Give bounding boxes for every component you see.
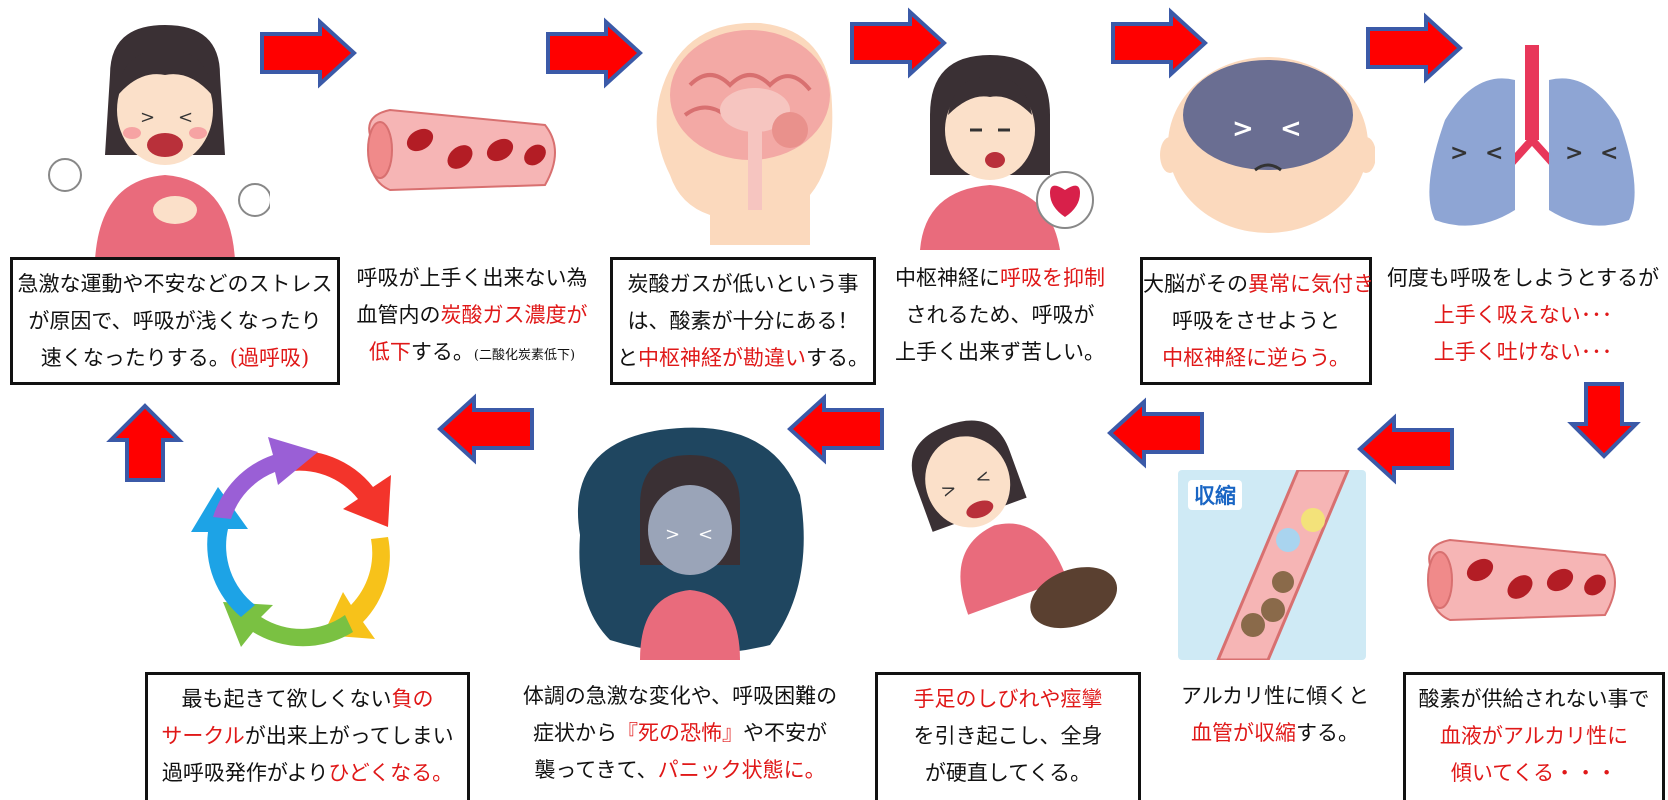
svg-text:<: < xyxy=(1600,140,1618,166)
convulsing-woman-icon: > < xyxy=(911,420,1118,629)
svg-text:>: > xyxy=(1565,140,1583,166)
caption-text: 中枢神経に xyxy=(895,266,1000,290)
worried-brain-icon: > < xyxy=(1160,57,1375,233)
arrow-left-4 xyxy=(438,396,534,462)
caption-highlight: 炭酸ガス濃度が xyxy=(440,303,588,327)
caption-text: が出来上がってしまい xyxy=(244,724,454,748)
caption-line: は、酸素が十分にある！ xyxy=(627,309,859,333)
caption-line: を引き起こし、全身 xyxy=(913,724,1103,748)
caption-highlight: 異常に気付き xyxy=(1248,272,1374,296)
svg-text:<: < xyxy=(178,107,193,128)
svg-text:>: > xyxy=(1450,140,1468,166)
step-caption-5: 大脳がその異常に気付き 呼吸をさせようと 中枢神経に逆らう。 xyxy=(1140,257,1374,385)
caption-highlight: 低下 xyxy=(368,340,411,364)
caption-text: 大脳がその xyxy=(1143,272,1248,296)
caption-text: 最も起きて欲しくない xyxy=(181,687,392,711)
step-caption-6: 何度も呼吸をしようとするが 上手く吸えない･･･ 上手く吐けない･･･ xyxy=(1380,260,1666,385)
svg-text:<: < xyxy=(698,524,713,545)
arrow-left-1 xyxy=(1358,416,1454,482)
arrow-right-1 xyxy=(260,20,356,86)
caption-line: 上手く出来ず苦しい。 xyxy=(895,340,1105,364)
svg-text:>: > xyxy=(1232,114,1254,144)
arrow-right-2 xyxy=(546,20,642,86)
caption-text: 症状から xyxy=(533,721,617,745)
caption-line: 炭酸ガスが低いという事 xyxy=(627,272,859,296)
arrow-up xyxy=(106,403,184,482)
step-caption-7: 酸素が供給されない事で 血液がアルカリ性に 傾いてくる・・・ xyxy=(1403,672,1665,800)
caption-text: する。 xyxy=(806,346,869,370)
suffocating-woman-icon xyxy=(920,55,1094,250)
arrow-down xyxy=(1567,382,1641,459)
caption-highlight: サークル xyxy=(161,724,245,748)
caption-line: 呼吸が上手く出来ない為 xyxy=(356,266,588,290)
blood-vessel-icon xyxy=(367,108,556,192)
caption-line: が硬直してくる。 xyxy=(924,761,1092,785)
caption-highlight: 血液がアルカリ性に xyxy=(1439,724,1629,748)
caption-line: 何度も呼吸をしようとするが xyxy=(1386,266,1660,290)
caption-text: 過呼吸発作がより xyxy=(161,761,329,785)
step-caption-10: 体調の急激な変化や、呼吸困難の 症状から『死の恐怖』や不安が 襲ってきて、パニッ… xyxy=(510,678,850,800)
step-caption-9: 手足のしびれや痙攣 を引き起こし、全身 が硬直してくる。 xyxy=(875,672,1141,800)
caption-highlight: 血管が収縮 xyxy=(1191,721,1296,745)
caption-highlight: 上手く吐けない･･･ xyxy=(1433,340,1613,364)
caption-highlight: 手足のしびれや痙攣 xyxy=(913,687,1103,711)
caption-highlight: 中枢神経に逆らう。 xyxy=(1162,346,1350,370)
caption-line: 呼吸をさせようと xyxy=(1172,309,1340,333)
svg-text:>: > xyxy=(938,478,959,503)
caption-highlight: 上手く吸えない･･･ xyxy=(1433,303,1613,327)
blood-vessel-icon xyxy=(1427,538,1616,622)
caption-highlight: 呼吸を抑制 xyxy=(1000,266,1105,290)
caption-line: 酸素が供給されない事で xyxy=(1418,687,1650,711)
svg-text:>: > xyxy=(140,107,155,128)
caption-line: されるため、呼吸が xyxy=(905,303,1095,327)
caption-highlight: ひどくなる。 xyxy=(328,761,454,785)
caption-text: 襲ってきて、 xyxy=(534,758,658,782)
vicious-cycle-icon xyxy=(191,437,391,647)
step-caption-2: 呼吸が上手く出来ない為 血管内の炭酸ガス濃度が 低下する。(二酸化炭素低下) xyxy=(352,260,592,385)
caption-line: が原因で、呼吸が浅くなったり xyxy=(28,309,322,333)
caption-note: (二酸化炭素低下) xyxy=(473,348,576,363)
svg-text:<: < xyxy=(972,466,993,491)
caption-line: アルカリ性に傾くと xyxy=(1180,684,1370,708)
svg-text:>: > xyxy=(665,524,680,545)
caption-highlight: 負の xyxy=(391,687,434,711)
step-caption-4: 中枢神経に呼吸を抑制 されるため、呼吸が 上手く出来ず苦しい。 xyxy=(880,260,1120,385)
caption-text: する。 xyxy=(410,340,474,364)
sad-lungs-icon: > < > < xyxy=(1429,45,1635,226)
caption-highlight: 『死の恐怖』 xyxy=(617,721,743,745)
step-caption-1: 急激な運動や不安などのストレス が原因で、呼吸が浅くなったり 速くなったりする。… xyxy=(10,257,340,385)
step-caption-11: 最も起きて欲しくない負の サークルが出来上がってしまい 過呼吸発作がよりひどくな… xyxy=(145,672,470,800)
step-caption-3: 炭酸ガスが低いという事 は、酸素が十分にある！ と中枢神経が勘違いする。 xyxy=(610,257,876,385)
panicking-woman-icon: > < xyxy=(577,427,804,660)
caption-highlight: 傾いてくる・・・ xyxy=(1450,761,1618,785)
caption-text: や不安が xyxy=(743,721,827,745)
step-caption-8: アルカリ性に傾くと 血管が収縮する。 xyxy=(1160,678,1390,768)
caption-text: 速くなったりする。 xyxy=(40,346,230,370)
caption-text: と xyxy=(617,346,638,370)
svg-text:<: < xyxy=(1485,140,1503,166)
caption-highlight: (過呼吸) xyxy=(229,346,310,370)
caption-line: 体調の急激な変化や、呼吸困難の xyxy=(522,684,838,708)
caption-highlight: 中枢神経が勘違い xyxy=(638,346,806,370)
constriction-badge: 収縮 xyxy=(1188,480,1242,510)
stressed-woman-icon: > < xyxy=(48,25,270,260)
caption-text: する。 xyxy=(1296,721,1359,745)
svg-text:<: < xyxy=(1280,114,1302,144)
caption-line: 急激な運動や不安などのストレス xyxy=(17,272,333,296)
brain-icon xyxy=(656,22,833,245)
caption-highlight: パニック状態に。 xyxy=(657,758,826,782)
constricted-vessel-icon: 収縮 xyxy=(1178,470,1366,660)
caption-text: 血管内の xyxy=(356,303,441,327)
